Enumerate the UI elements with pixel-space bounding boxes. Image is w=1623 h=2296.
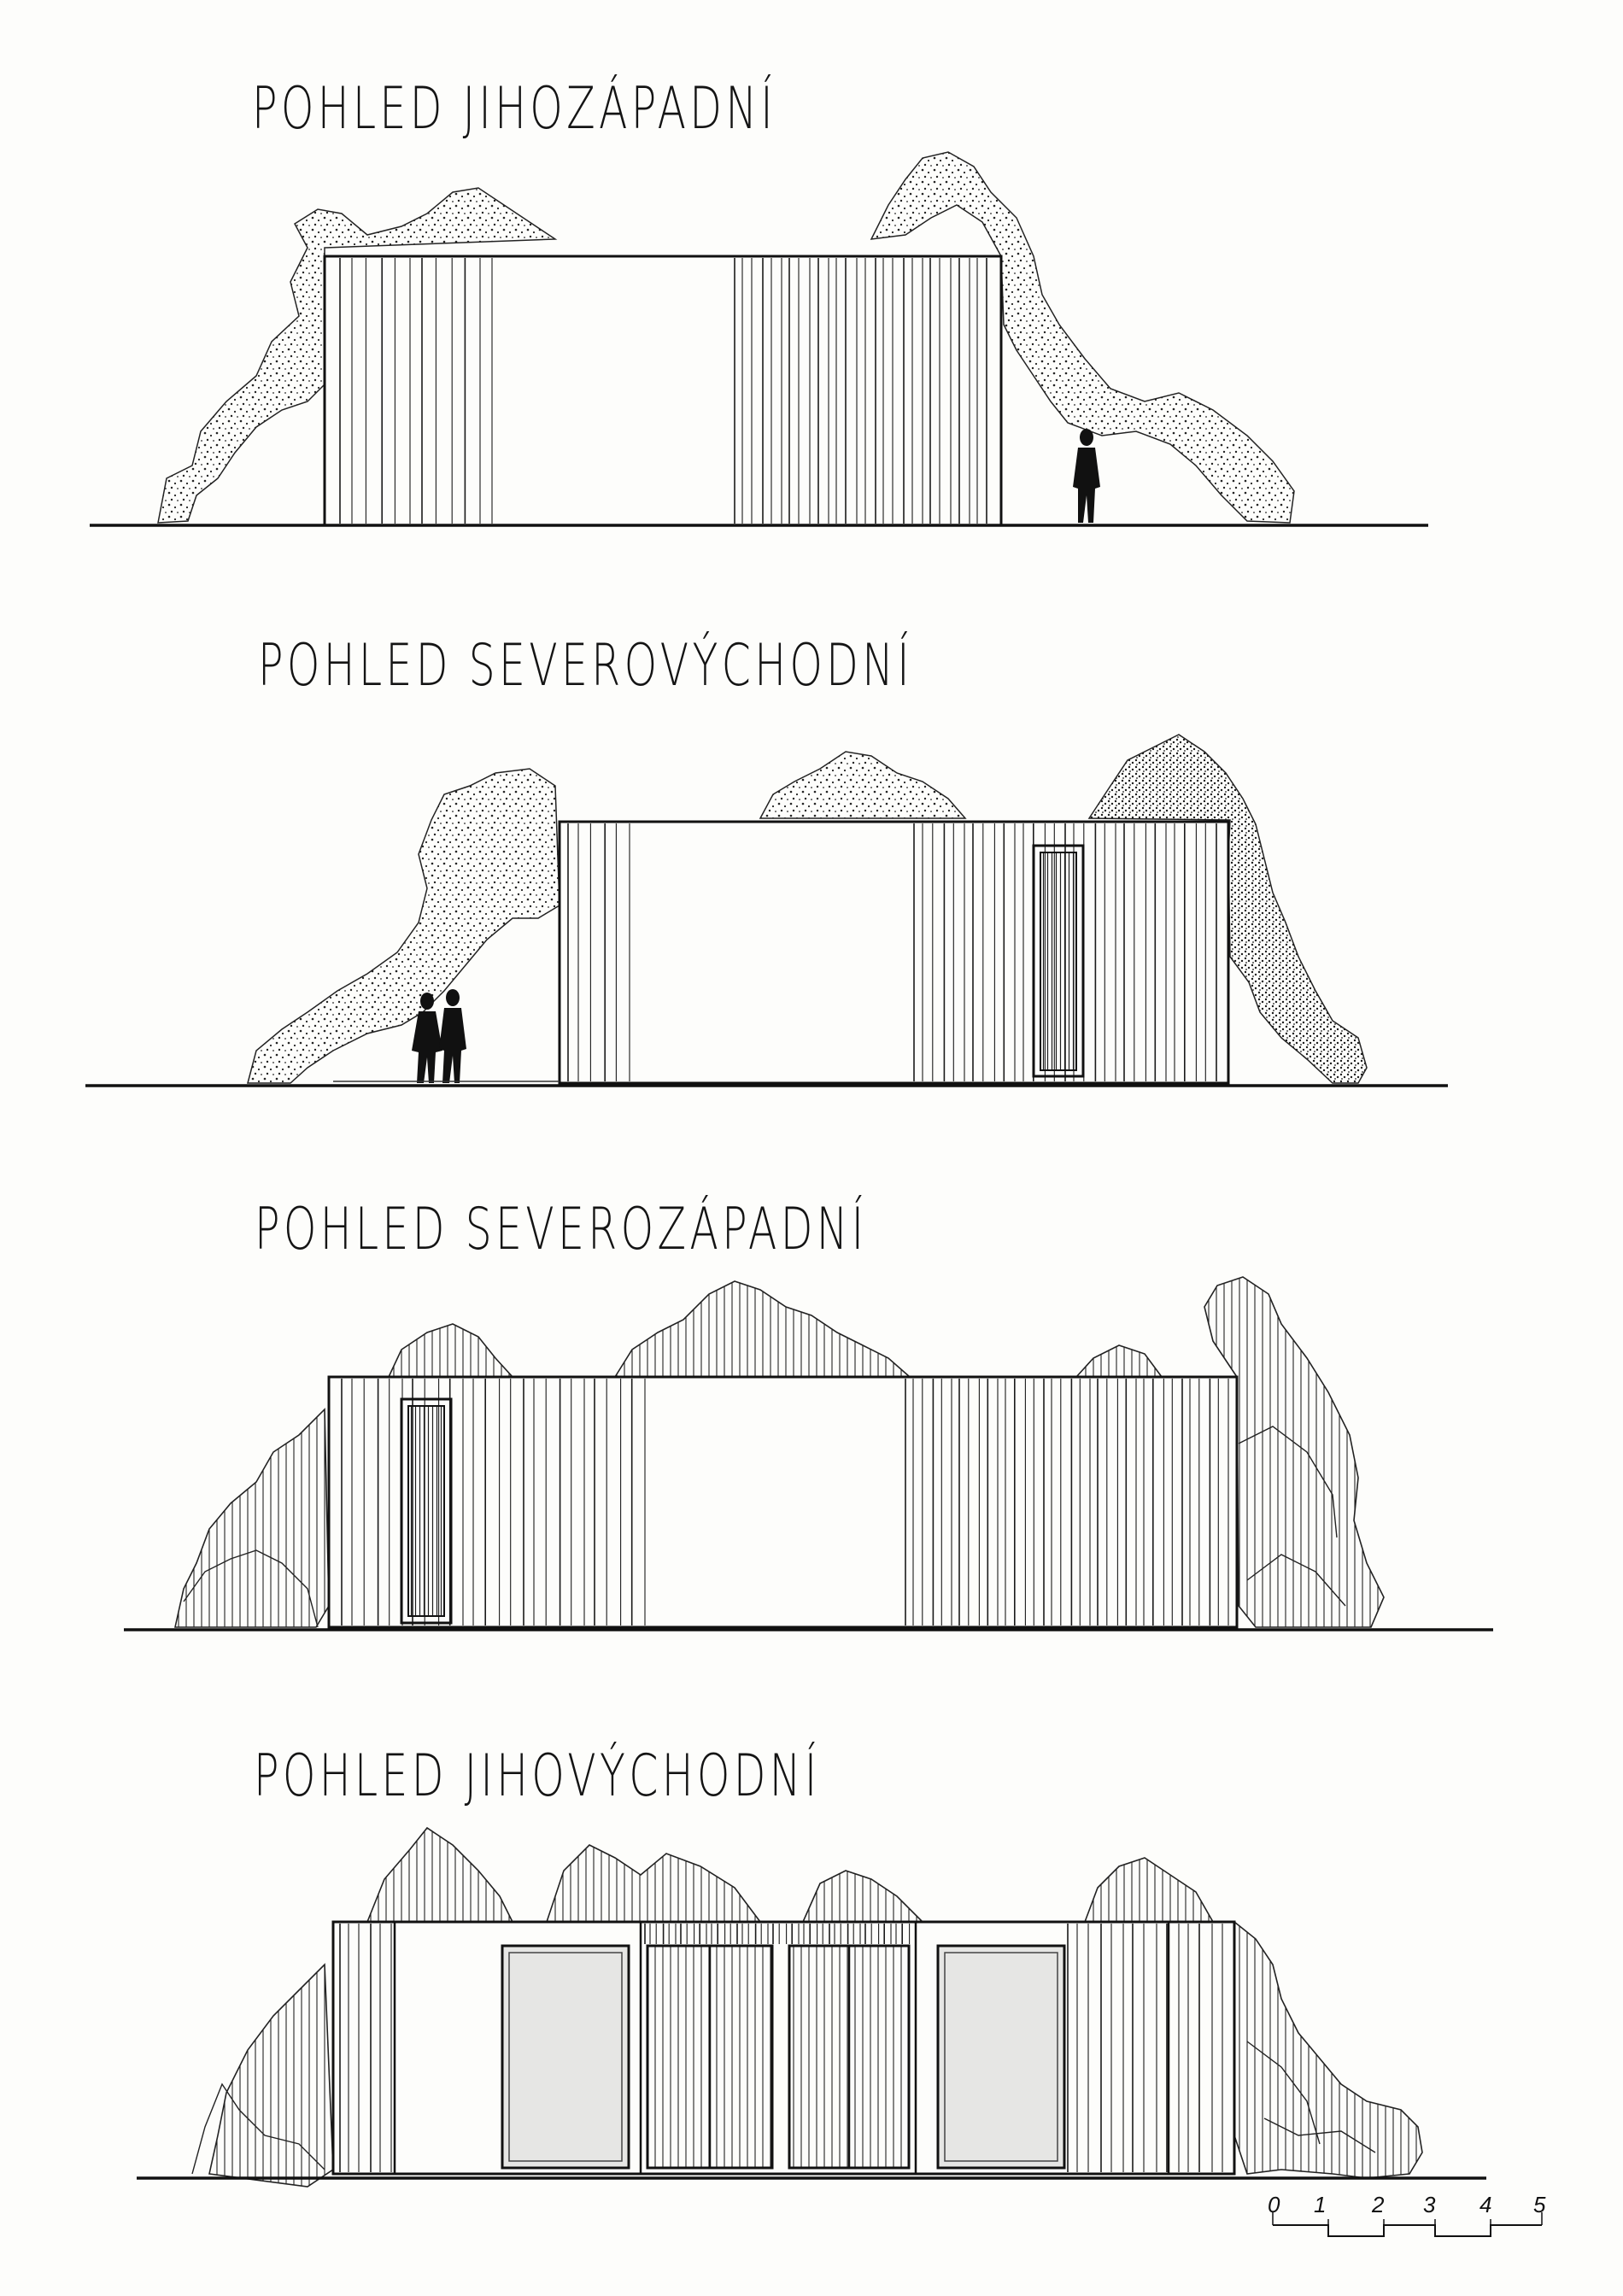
scale-tick-2: 2: [1371, 2192, 1385, 2217]
person-silhouette: [1073, 429, 1100, 523]
door-panel: [407, 1405, 445, 1617]
elevation-title-northeast: POHLED SEVEROVÝCHODNÍ: [258, 632, 913, 700]
shrub-right: [1087, 734, 1368, 1084]
cladding-right-zone: [905, 1379, 1229, 1625]
shrub-center: [759, 751, 967, 819]
window-large: [501, 1944, 630, 2170]
scale-tick-0: 0: [1268, 2192, 1280, 2217]
door: [1032, 844, 1085, 1078]
elevation-northeast: [85, 734, 1448, 1087]
rock-right-outline: [1246, 2041, 1376, 2153]
cladding-right-zone: [734, 258, 987, 524]
door: [400, 1397, 453, 1625]
elevation-northwest: [124, 1276, 1493, 1631]
people-silhouettes: [412, 989, 466, 1083]
rocks-top: [366, 1826, 1215, 1923]
shrub-right: [870, 151, 1295, 524]
rock-left-outline: [183, 1549, 319, 1628]
scale-tick-3: 3: [1423, 2192, 1436, 2217]
elevation-title-northwest: POHLED SEVEROZÁPADNÍ: [255, 1196, 868, 1263]
shrub-left: [247, 768, 560, 1084]
door-panel: [1040, 852, 1077, 1071]
rock-left: [208, 1963, 334, 2188]
window-large: [936, 1944, 1066, 2170]
cladding-left-zone: [567, 823, 630, 1081]
cladding-left-zone: [339, 258, 493, 524]
elevation-southeast: [137, 1826, 1486, 2188]
rock-right: [1204, 1276, 1385, 1628]
scale-tick-5: 5: [1533, 2192, 1546, 2217]
rock-left: [174, 1408, 330, 1628]
cladding-right-zone: [1067, 1924, 1223, 2172]
cladding-center-zone: [644, 1924, 911, 1944]
shrub-left: [157, 187, 558, 524]
rock-right: [1233, 1920, 1423, 2179]
elevation-title-southwest: POHLED JIHOZÁPADNÍ: [252, 75, 777, 143]
elevation-southwest: [90, 151, 1428, 527]
scale-bar: 0 1 2 3 4 5: [1268, 2192, 1546, 2237]
rock-left-outline: [191, 2082, 325, 2175]
scale-tick-4: 4: [1479, 2192, 1491, 2217]
cladding-left-zone: [339, 1924, 392, 2172]
rock-right-outline: [1238, 1426, 1346, 1607]
rocks-top: [387, 1280, 1163, 1378]
elevation-title-southeast: POHLED JIHOVÝCHODNÍ: [254, 1742, 821, 1810]
scale-tick-1: 1: [1314, 2192, 1326, 2217]
